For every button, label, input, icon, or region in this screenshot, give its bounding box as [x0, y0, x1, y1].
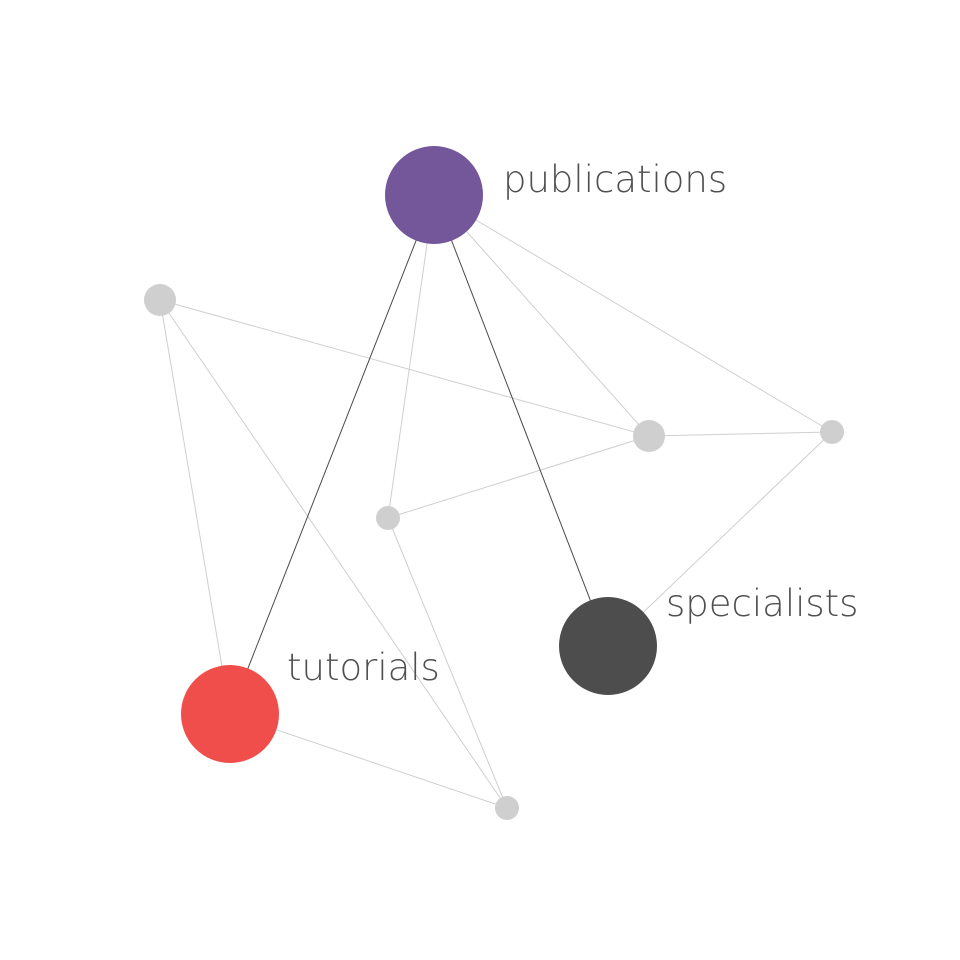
edge-gray-far-right-to-specialists — [607, 431, 833, 647]
node-gray-center — [376, 506, 400, 530]
edge-gray-top-left-to-gray-middle-right — [159, 299, 650, 437]
node-gray-far-right — [820, 420, 844, 444]
node-specialists — [559, 597, 657, 695]
node-label-publications: publications — [503, 158, 727, 201]
nodes-layer — [144, 146, 844, 820]
node-gray-top-left — [144, 284, 176, 316]
edge-gray-top-left-to-gray-bottom — [159, 299, 508, 809]
node-tutorials — [181, 665, 279, 763]
edge-gray-middle-right-to-gray-far-right — [648, 431, 833, 437]
edge-gray-middle-right-to-gray-center — [387, 435, 650, 519]
labels-layer: publications specialists tutorials — [287, 158, 858, 689]
node-label-specialists: specialists — [666, 582, 858, 625]
edge-publications-to-tutorials — [229, 194, 435, 715]
edge-publications-to-gray-middle-right — [433, 194, 650, 437]
node-label-tutorials: tutorials — [287, 646, 440, 689]
node-gray-bottom — [495, 796, 519, 820]
node-publications — [385, 146, 483, 244]
edge-gray-center-to-gray-bottom — [387, 517, 508, 809]
edge-publications-to-gray-center — [387, 194, 435, 519]
edge-publications-to-gray-far-right — [433, 194, 833, 433]
node-gray-middle-right — [633, 420, 665, 452]
edge-publications-to-specialists — [433, 194, 609, 647]
edge-gray-top-left-to-tutorials — [159, 299, 231, 715]
